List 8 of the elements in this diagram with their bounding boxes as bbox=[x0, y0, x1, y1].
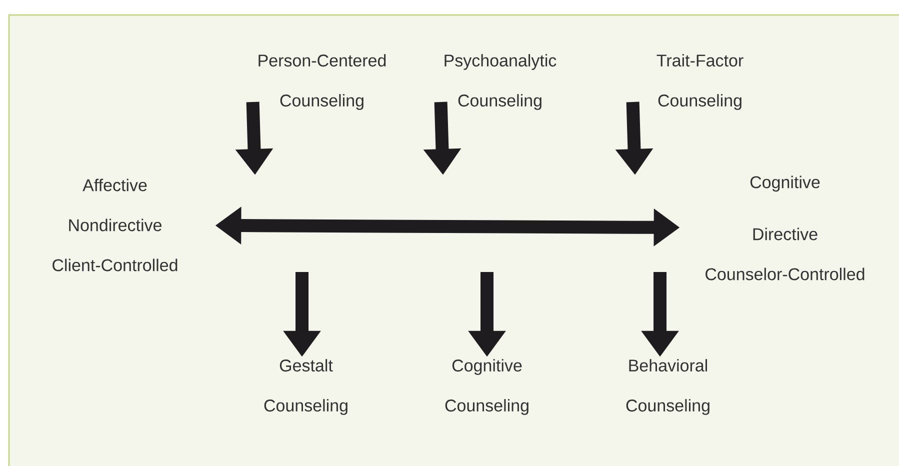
label-text: Trait-Factor Counseling bbox=[656, 54, 744, 110]
label-text: Cognitive Counseling bbox=[445, 359, 528, 415]
label-text: Psychoanalytic Counseling bbox=[444, 54, 556, 110]
pole-label: Cognitive Directive Counselor-Controlled bbox=[706, 176, 864, 280]
label-text: Gestalt Counseling bbox=[264, 359, 348, 415]
label-text: Person-Centered Counseling bbox=[258, 54, 386, 110]
pole-label: Affective Nondirective Client-Controlled bbox=[52, 178, 178, 272]
label-text: Behavioral Counseling bbox=[626, 359, 710, 415]
